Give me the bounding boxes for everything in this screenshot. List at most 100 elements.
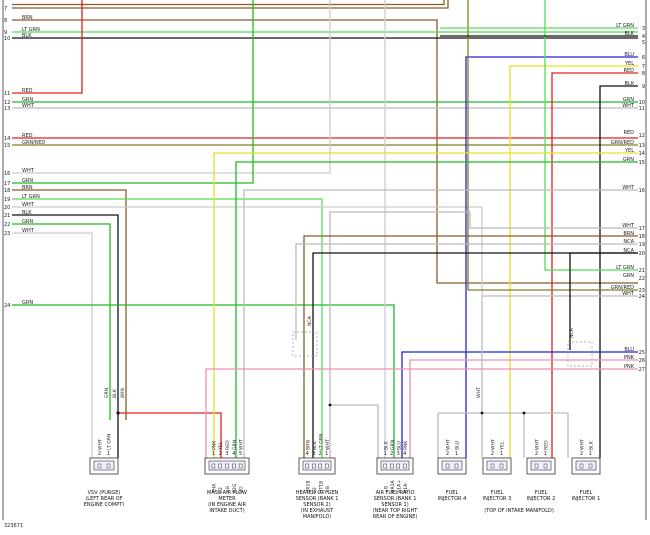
ho2s-connector-pin-color: LT GRN xyxy=(318,434,324,450)
left-pin-label: 13 xyxy=(4,106,10,112)
left-pin-label: 19 xyxy=(4,197,10,203)
inj4-connector-pin-number: 2 xyxy=(446,451,449,457)
wire-right-17 xyxy=(243,189,638,458)
right-pin-label: 8 xyxy=(642,71,645,77)
right-pin-label: 17 xyxy=(639,226,645,232)
afr-connector-pin xyxy=(396,463,400,469)
component-caption: SENSOR 1) xyxy=(381,502,408,508)
ho2s-connector-pin-number: 1 xyxy=(325,451,328,457)
vsv-connector-pin-number: 2 xyxy=(98,451,101,457)
inj1-connector-pin xyxy=(579,463,584,469)
wire-left-08 xyxy=(12,19,638,284)
right-pin-label: 13 xyxy=(639,143,645,149)
inj3-connector-pin-color: WHT xyxy=(491,439,497,450)
right-pin-label: 4 xyxy=(642,34,645,40)
maf-connector-pin xyxy=(218,463,222,469)
right-wire-label: PNK xyxy=(624,355,635,361)
wire-right-18 xyxy=(329,211,638,458)
right-wire-label: YEL xyxy=(624,148,634,154)
inj4-connector-pin xyxy=(445,463,450,469)
maf-connector-pin-number: 4 xyxy=(232,451,235,457)
left-pin-label: 12 xyxy=(4,100,10,106)
maf-connector-pin-name: THA xyxy=(211,483,217,494)
wire-left-20 xyxy=(12,206,483,300)
left-wire-label: GRN xyxy=(22,178,33,184)
right-wire-label: BRN xyxy=(623,231,634,237)
afr-connector-pin-number: 1 xyxy=(384,451,387,457)
wire-inj-drops xyxy=(437,413,569,458)
left-pin-label: 9 xyxy=(4,30,7,36)
component-caption: INJECTOR 4 xyxy=(438,496,467,502)
inj3-connector-face xyxy=(486,460,508,471)
afr-connector-pin-color: GRN xyxy=(390,440,396,450)
inj2-connector-pin-color: RED xyxy=(544,440,550,450)
dashed-connector xyxy=(292,331,318,357)
maf-connector-pin-number: 1 xyxy=(212,451,215,457)
ho2s-connector-pin-name: OX1B xyxy=(305,480,311,493)
inj2-connector-pin xyxy=(534,463,539,469)
afr-connector-pin-name: HA1A xyxy=(390,479,396,493)
vsv-connector-pin-color: WHT xyxy=(98,439,104,450)
inj2-connector-pin-number: 1 xyxy=(544,451,547,457)
vsv-connector-pin xyxy=(97,463,102,469)
maf-connector-pin-color: GRN xyxy=(232,440,238,450)
left-wire-label: RED xyxy=(22,133,33,139)
right-wire-label: WHT xyxy=(622,185,635,191)
component-caption: SENSOR (BANK 1 xyxy=(296,496,339,502)
right-pin-label: 27 xyxy=(639,367,645,373)
vsv-connector-pin-number: 1 xyxy=(107,451,110,457)
ho2s-connector-pin-number: 2 xyxy=(319,451,322,457)
left-pin-label: 7 xyxy=(4,6,7,12)
component-caption: INJECTOR 2 xyxy=(527,496,556,502)
wire-top-brn xyxy=(12,0,445,6)
wire-right-19 xyxy=(303,235,638,458)
right-wire-label: BLU xyxy=(624,347,634,353)
maf-connector-pin-name: +B xyxy=(225,486,231,493)
maf-connector-pin xyxy=(232,463,236,469)
wire-right-09 xyxy=(551,72,638,458)
component-caption: AIR FUEL RATIO xyxy=(376,490,415,496)
ho2s-connector-pin-number: 4 xyxy=(306,451,309,457)
maf-connector-pin-color: RED xyxy=(225,440,231,450)
inj3-connector-pin xyxy=(499,463,504,469)
component-caption: METER xyxy=(218,496,236,502)
right-wire-label: WHT xyxy=(622,103,635,109)
ho2s-connector-pin xyxy=(325,463,329,469)
left-wire-label: BRN xyxy=(22,185,33,191)
wire-vsv-red xyxy=(118,412,222,458)
wire-left-23 xyxy=(12,232,93,458)
component-caption: MASS AIR FLOW xyxy=(207,490,247,496)
left-wire-label: WHT xyxy=(22,168,35,174)
inj3-connector-pin-number: 2 xyxy=(491,451,494,457)
afr-connector-pin-name: +B xyxy=(383,486,389,493)
afr-connector-pin-number: 4 xyxy=(403,451,406,457)
vertical-wire-label: BLK xyxy=(112,388,118,398)
component-caption: INTAKE DUCT) xyxy=(209,508,244,514)
wire-left-17 xyxy=(12,0,254,184)
right-pin-label: 5 xyxy=(642,40,645,46)
right-pin-label: 21 xyxy=(639,268,645,274)
inj4-connector-pin xyxy=(454,463,459,469)
afr-connector-pin-color: BLU xyxy=(396,441,402,450)
inj1-connector-pin-color: WHT xyxy=(580,439,586,450)
right-wire-label: YEL xyxy=(624,61,634,67)
inj3-connector-pin xyxy=(490,463,495,469)
component-caption: (LEFT REAR OF xyxy=(85,496,122,502)
left-wire-label: LT GRN xyxy=(22,27,40,33)
wire-right-blk-nca xyxy=(569,252,638,350)
junction-dot xyxy=(522,411,526,415)
left-pin-label: 10 xyxy=(4,36,10,42)
wire-right-10 xyxy=(599,85,638,458)
inj1-connector-pin-number: 1 xyxy=(589,451,592,457)
right-pin-label: 20 xyxy=(639,251,645,257)
left-pin-label: 18 xyxy=(4,188,10,194)
left-pin-label: 21 xyxy=(4,213,10,219)
component-caption: FUEL xyxy=(446,490,459,496)
wire-right-28 xyxy=(205,368,638,458)
right-wire-label: GRN xyxy=(623,273,634,279)
component-caption: (NEAR TOP RIGHT xyxy=(373,508,419,514)
wire-left-19 xyxy=(12,198,323,458)
maf-connector-pin-number: 2 xyxy=(219,451,222,457)
component-caption: HEATED OXYGEN xyxy=(296,490,339,496)
